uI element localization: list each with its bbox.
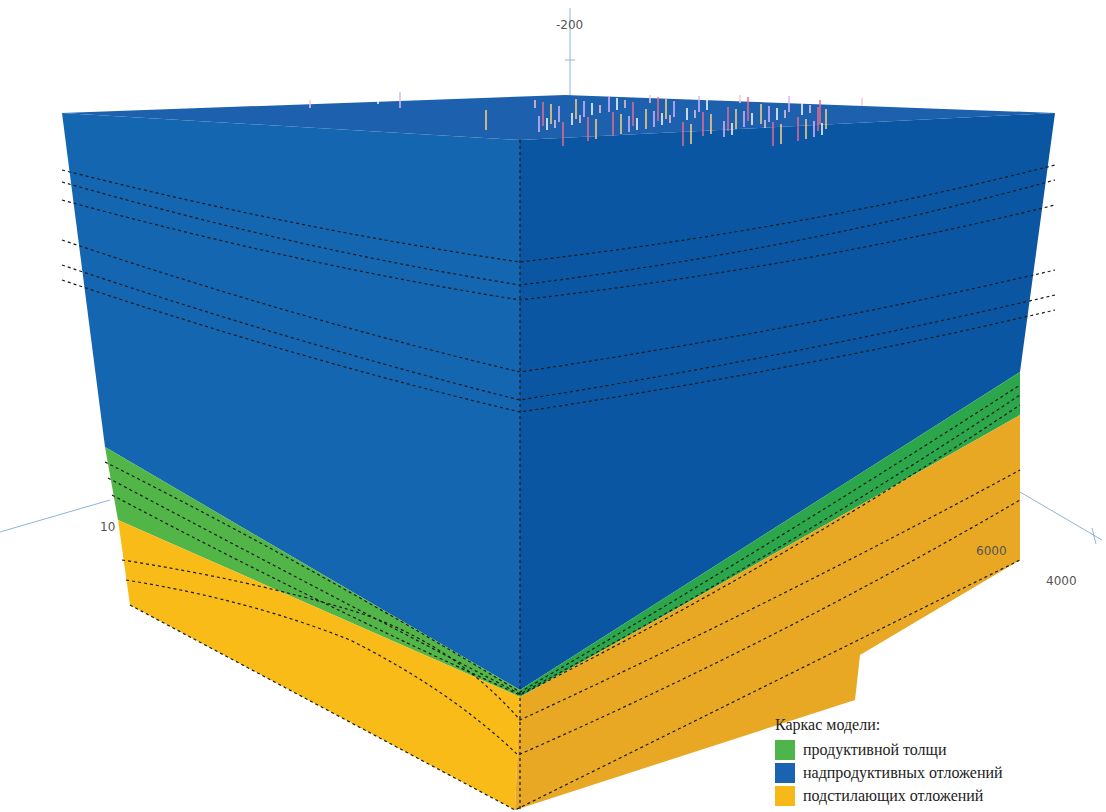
well-trace	[702, 112, 704, 136]
well-trace	[784, 110, 786, 118]
well-trace	[542, 102, 544, 126]
legend-row: продуктивной толщи	[775, 740, 946, 760]
axis-label: 10	[100, 520, 115, 534]
well-trace	[571, 113, 573, 125]
well-trace	[817, 107, 819, 131]
well-trace	[616, 98, 618, 110]
well-trace	[710, 114, 712, 134]
well-trace	[819, 100, 821, 124]
well-trace	[760, 104, 762, 124]
legend-text: подстилающих отложений	[803, 787, 983, 805]
well-trace	[534, 100, 536, 108]
well-trace	[731, 123, 733, 135]
well-trace	[632, 102, 634, 126]
well-trace	[735, 109, 737, 129]
well-trace	[628, 116, 630, 132]
well-trace	[747, 97, 749, 121]
well-trace	[554, 120, 556, 128]
axis-label: 6000	[976, 544, 1007, 558]
well-trace	[377, 92, 379, 104]
well-trace	[788, 96, 790, 112]
well-trace	[591, 103, 593, 115]
well-trace	[624, 100, 626, 108]
well-trace	[727, 107, 729, 131]
well-trace	[686, 108, 688, 120]
well-trace	[661, 113, 663, 125]
well-trace	[776, 108, 778, 120]
well-trace	[690, 124, 692, 144]
legend-swatch	[775, 763, 795, 783]
well-trace	[485, 110, 487, 130]
well-trace	[599, 105, 601, 113]
well-trace	[797, 117, 799, 141]
well-trace	[612, 112, 614, 136]
well-trace	[587, 117, 589, 141]
well-trace	[772, 122, 774, 146]
legend-title: Каркас модели:	[775, 716, 880, 734]
well-trace	[682, 122, 684, 146]
well-trace	[608, 96, 610, 112]
well-trace	[805, 119, 807, 139]
well-trace	[861, 98, 863, 106]
well-trace	[309, 100, 311, 108]
well-trace	[653, 111, 655, 127]
well-trace	[636, 118, 638, 130]
axis-label: -200	[556, 18, 583, 32]
axis-label: 4000	[1046, 574, 1077, 588]
well-trace	[649, 95, 651, 103]
well-trace	[583, 101, 585, 117]
legend-row: надпродуктивных отложений	[775, 763, 1003, 783]
well-trace	[751, 113, 753, 125]
well-trace	[801, 103, 803, 115]
well-trace	[809, 105, 811, 113]
well-trace	[620, 114, 622, 134]
well-trace	[780, 124, 782, 144]
well-trace	[764, 120, 766, 128]
well-trace	[595, 119, 597, 139]
well-trace	[575, 99, 577, 119]
well-trace	[669, 115, 671, 123]
legend-text: продуктивной толщи	[803, 741, 946, 759]
well-trace	[673, 101, 675, 117]
well-trace	[723, 121, 725, 137]
well-trace	[538, 116, 540, 132]
well-trace	[645, 109, 647, 129]
well-trace	[825, 109, 827, 129]
legend-swatch	[775, 740, 795, 760]
well-trace	[665, 99, 667, 119]
well-trace	[698, 96, 700, 112]
well-trace	[562, 122, 564, 146]
well-trace	[768, 106, 770, 122]
well-trace	[743, 111, 745, 127]
well-trace	[813, 121, 815, 137]
legend-row: подстилающих отложений	[775, 786, 983, 806]
legend-text: надпродуктивных отложений	[803, 764, 1003, 782]
well-trace	[657, 97, 659, 121]
well-trace	[399, 92, 401, 108]
legend-swatch	[775, 786, 795, 806]
well-trace	[821, 123, 823, 135]
well-trace	[546, 118, 548, 130]
well-trace	[579, 115, 581, 123]
well-trace	[550, 104, 552, 124]
well-trace	[739, 95, 741, 103]
well-trace	[558, 106, 560, 122]
well-trace	[706, 98, 708, 110]
well-trace	[694, 110, 696, 118]
